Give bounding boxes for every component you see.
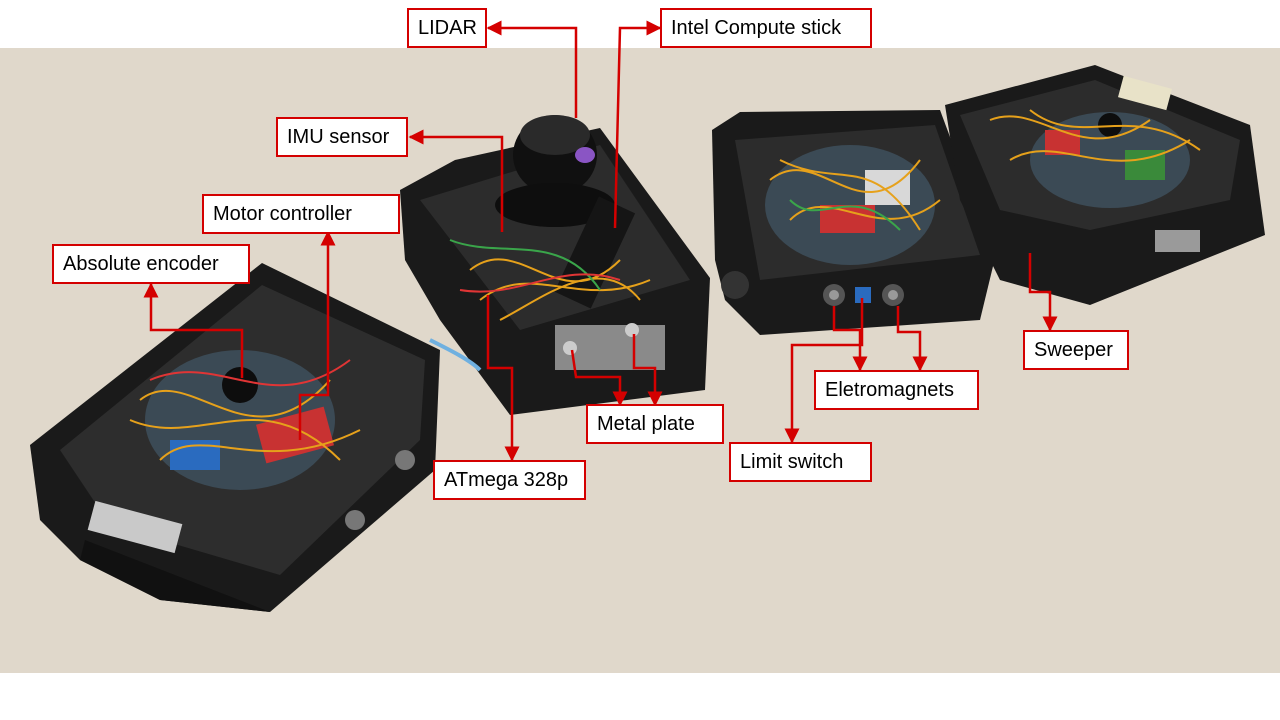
- callout-imu-sensor: [408, 129, 504, 232]
- callout-atmega: [486, 295, 520, 462]
- callout-sweeper: [1028, 253, 1058, 332]
- label-atmega: ATmega 328p: [433, 460, 586, 500]
- callout-electromagnet-1: [832, 306, 868, 372]
- label-metal-plate: Metal plate: [586, 404, 724, 444]
- label-sweeper: Sweeper: [1023, 330, 1129, 370]
- callout-metal-plate-2: [632, 334, 663, 407]
- robot-module-1: [30, 263, 440, 612]
- callout-metal-plate-1: [570, 349, 628, 407]
- robot-module-2: [400, 115, 710, 415]
- label-lidar: LIDAR: [407, 8, 487, 48]
- callout-lines: [143, 20, 1058, 462]
- callout-motor-controller: [298, 230, 336, 440]
- callout-absolute-encoder: [143, 282, 244, 378]
- label-electromagnets: Eletromagnets: [814, 370, 979, 410]
- callout-intel-compute-stick: [613, 20, 662, 229]
- label-absolute-encoder: Absolute encoder: [52, 244, 250, 284]
- label-limit-switch: Limit switch: [729, 442, 872, 482]
- label-imu-sensor: IMU sensor: [276, 117, 408, 157]
- label-intel-compute-stick: Intel Compute stick: [660, 8, 872, 48]
- robot-module-3: [712, 110, 995, 335]
- callout-lidar: [486, 20, 578, 118]
- robot-module-4: [945, 65, 1265, 305]
- label-motor-controller: Motor controller: [202, 194, 400, 234]
- callout-electromagnet-2: [896, 306, 928, 372]
- callout-limit-switch: [784, 298, 864, 444]
